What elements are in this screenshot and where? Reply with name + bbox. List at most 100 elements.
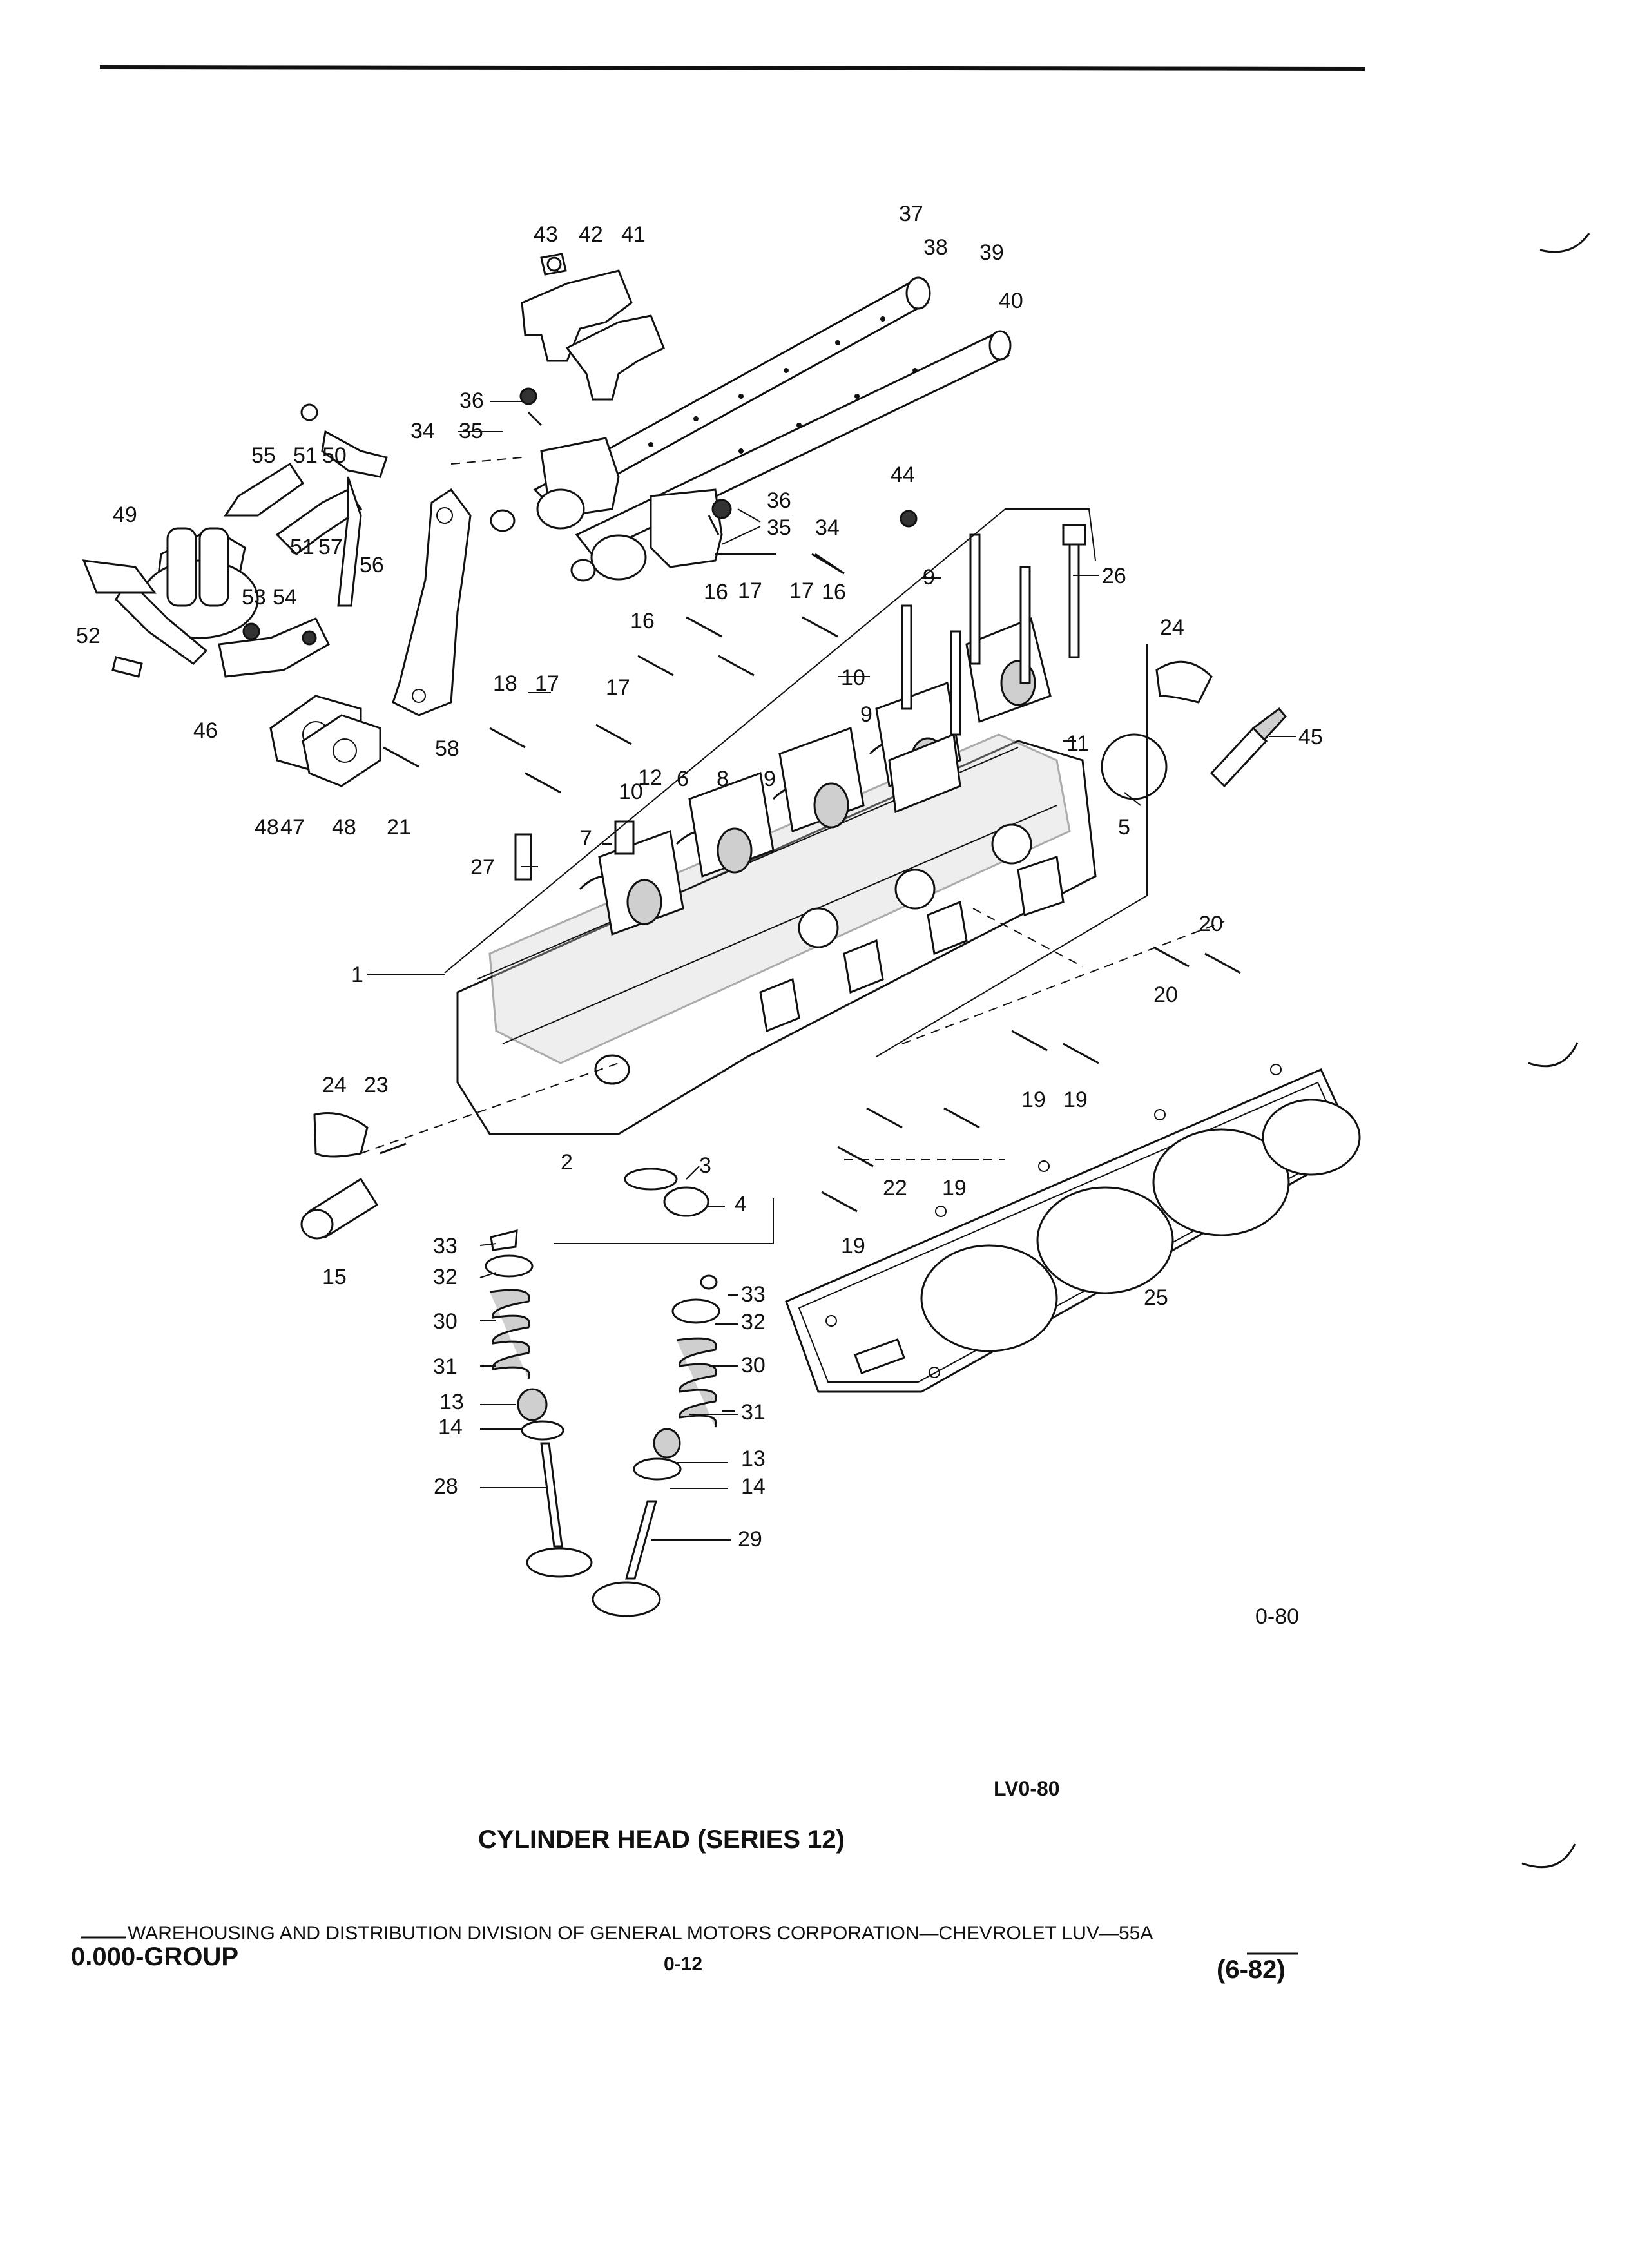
o-ring-3	[624, 1168, 678, 1191]
sleeve-15	[300, 1177, 379, 1240]
callout-17d: 17	[606, 675, 630, 700]
callout-43: 43	[534, 222, 558, 247]
callout-17a: 17	[738, 579, 762, 603]
callout-45: 45	[1298, 725, 1323, 749]
callout-31b: 31	[741, 1400, 766, 1425]
rocker-shaft-assembly	[490, 276, 1012, 582]
fuel-pump-gaskets	[269, 695, 381, 787]
callout-36b: 36	[767, 488, 791, 513]
callout-2: 2	[561, 1150, 573, 1175]
callout-19c: 19	[942, 1176, 967, 1200]
fuel-hoses	[224, 403, 388, 607]
guide-lines	[360, 457, 1225, 1244]
footer-page: 0-12	[664, 1954, 702, 1975]
callout-13b: 13	[741, 1446, 766, 1471]
callout-9c: 9	[923, 565, 935, 590]
callout-24a: 24	[322, 1073, 347, 1097]
callout-30b: 30	[741, 1353, 766, 1378]
callout-3: 3	[699, 1153, 711, 1178]
callout-26: 26	[1102, 564, 1126, 588]
callout-56: 56	[360, 553, 384, 577]
callout-19d: 19	[841, 1234, 865, 1258]
callout-9b: 9	[860, 702, 872, 727]
callout-42: 42	[579, 222, 603, 247]
callout-34b: 34	[815, 515, 840, 540]
callout-23: 23	[364, 1073, 389, 1097]
illustration-code: LV0-80	[994, 1777, 1060, 1800]
top-rule	[99, 65, 1365, 71]
binder-mark	[1539, 233, 1590, 253]
callout-58: 58	[435, 736, 459, 761]
callout-32a: 32	[433, 1265, 458, 1289]
callout-19b: 19	[1063, 1088, 1088, 1112]
callout-55: 55	[251, 443, 276, 468]
callout-18: 18	[493, 671, 517, 696]
callout-25: 25	[1144, 1285, 1168, 1310]
callout-50: 50	[322, 443, 347, 468]
callout-21: 21	[387, 815, 411, 840]
callout-22: 22	[883, 1176, 907, 1200]
callout-47: 47	[280, 815, 305, 840]
fuel-pump	[82, 527, 330, 678]
callout-1: 1	[351, 963, 363, 987]
callout-54: 54	[273, 585, 297, 610]
callout-13a: 13	[439, 1390, 464, 1414]
callout-4: 4	[735, 1192, 747, 1216]
callout-51a: 51	[293, 443, 318, 468]
callout-17c: 17	[535, 671, 559, 696]
callout-27: 27	[470, 855, 495, 879]
callout-38: 38	[923, 235, 948, 260]
callout-10b: 10	[841, 666, 865, 690]
callout-46: 46	[193, 718, 218, 743]
callout-16b: 16	[822, 580, 846, 604]
footer-line: WAREHOUSING AND DISTRIBUTION DIVISION OF…	[128, 1923, 1153, 1944]
footer-group: 0.000-GROUP	[71, 1943, 238, 1971]
head-gasket	[785, 1064, 1361, 1393]
binder-mark	[1521, 1843, 1576, 1869]
callout-10a: 10	[619, 780, 643, 804]
rocker-brackets	[598, 617, 1052, 936]
callout-20a: 20	[1199, 912, 1223, 936]
leader-lines	[367, 401, 1296, 1541]
studs	[380, 411, 1241, 1213]
callout-30a: 30	[433, 1309, 458, 1334]
callout-48b: 48	[332, 815, 356, 840]
head-bolts	[901, 524, 1086, 736]
callout-32b: 32	[741, 1310, 766, 1334]
figure-code: 0-80	[1255, 1604, 1299, 1629]
callout-29: 29	[738, 1527, 762, 1552]
bolt-27	[514, 833, 532, 881]
valve-stack-intake	[485, 1229, 593, 1578]
rocker-arms-41-42	[521, 253, 665, 401]
callout-39: 39	[979, 240, 1004, 265]
callout-34a: 34	[410, 419, 435, 443]
valve-stack-exhaust	[592, 1274, 720, 1617]
callout-8: 8	[717, 767, 729, 791]
callout-6: 6	[677, 767, 689, 791]
callout-51b: 51	[290, 535, 314, 559]
callout-31a: 31	[433, 1354, 458, 1379]
footer-date: (6-82)	[1217, 1956, 1286, 1984]
callout-12: 12	[638, 765, 662, 790]
cap-24-left	[313, 1112, 369, 1158]
bolt-7	[614, 820, 635, 855]
cap-24-right	[1155, 660, 1213, 704]
callout-24b: 24	[1160, 615, 1184, 640]
callout-49: 49	[113, 503, 137, 527]
callout-48a: 48	[255, 815, 279, 840]
bracket-58	[392, 488, 472, 716]
callout-41: 41	[621, 222, 646, 247]
callout-20b: 20	[1153, 983, 1178, 1007]
callout-15: 15	[322, 1265, 347, 1289]
callout-57: 57	[318, 535, 343, 559]
page-title: CYLINDER HEAD (SERIES 12)	[478, 1825, 845, 1854]
callout-5: 5	[1118, 815, 1130, 840]
callout-14b: 14	[741, 1474, 766, 1499]
callout-14a: 14	[438, 1415, 463, 1439]
callout-36a: 36	[459, 389, 484, 413]
callout-7: 7	[580, 826, 592, 850]
callout-37: 37	[899, 202, 923, 226]
callout-19a: 19	[1021, 1088, 1046, 1112]
callout-9a: 9	[764, 767, 776, 791]
